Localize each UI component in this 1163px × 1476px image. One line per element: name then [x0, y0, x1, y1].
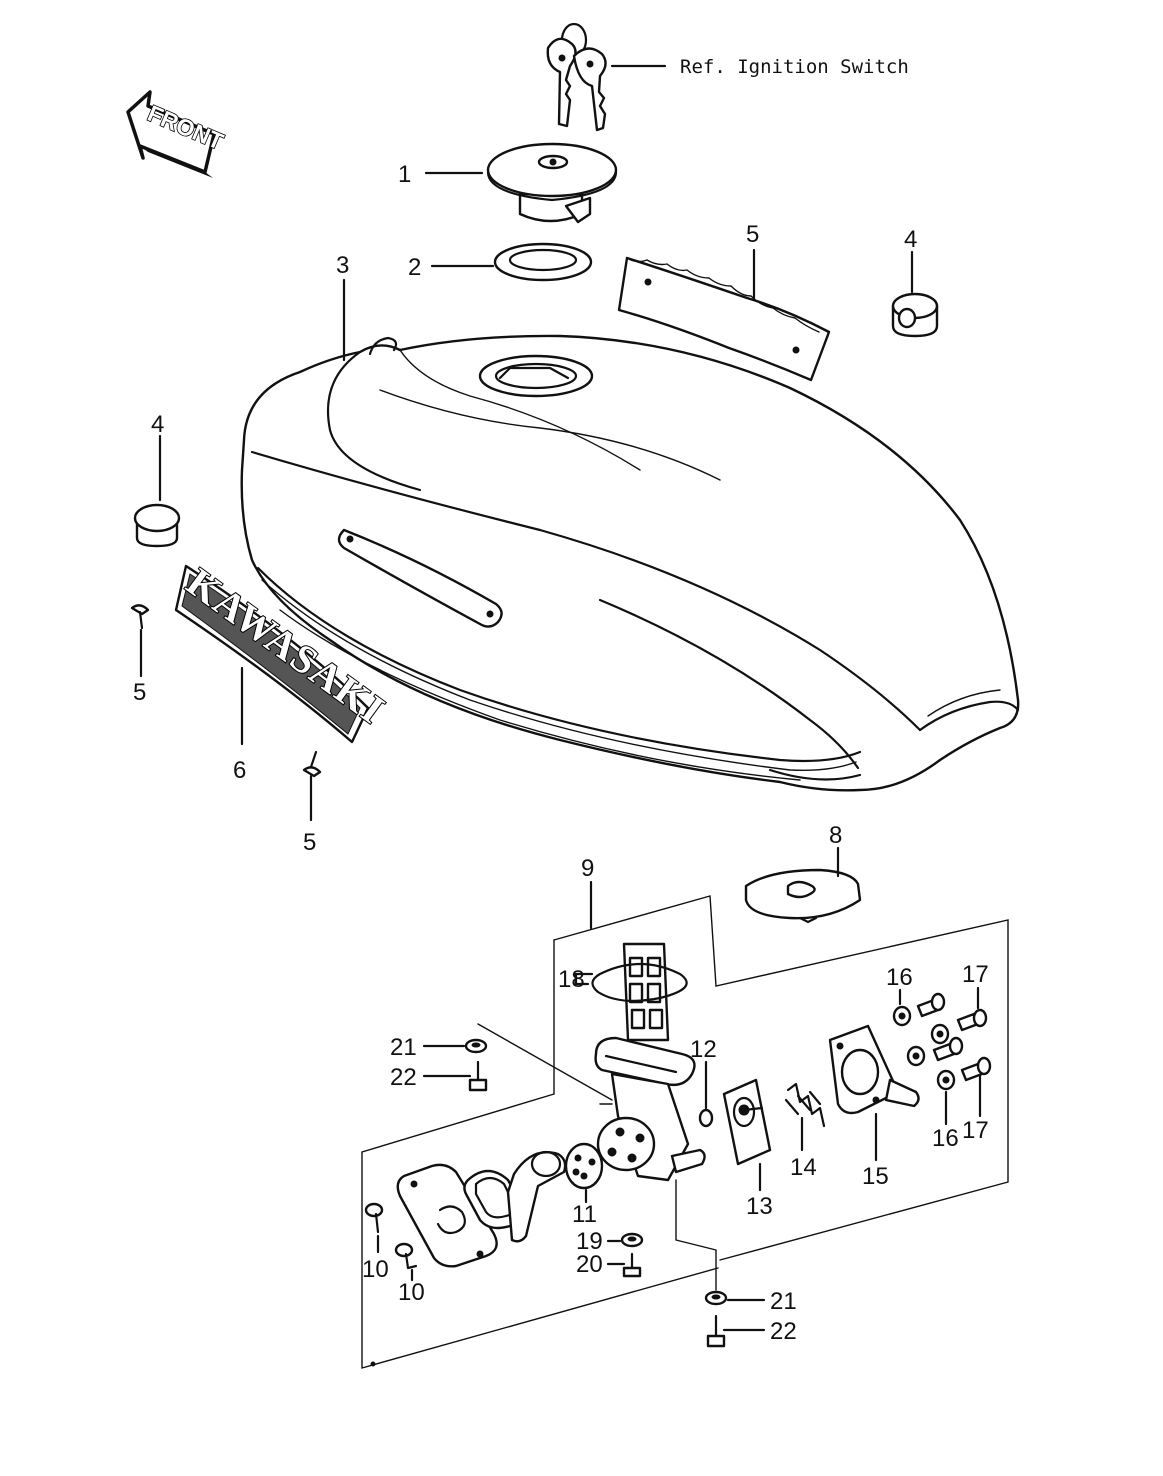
o-ring [698, 1108, 714, 1128]
tank-pad [617, 256, 831, 382]
callout-4-left: 4 [151, 411, 164, 438]
callout-10-right: 10 [398, 1279, 425, 1306]
callout-10-left: 10 [362, 1256, 389, 1283]
callout-1: 1 [398, 161, 411, 188]
lever-knob [506, 1150, 567, 1243]
callout-18: 18 [558, 966, 585, 993]
washer-19 [620, 1232, 644, 1248]
callout-6: 6 [233, 757, 246, 784]
bolt-22-upper [468, 1060, 488, 1092]
emblem-screw-lower [302, 750, 322, 778]
callout-22-upper: 22 [390, 1064, 417, 1091]
washer-21-upper [464, 1038, 488, 1054]
callout-14: 14 [790, 1154, 817, 1181]
callout-5-upper: 5 [133, 679, 146, 706]
rubber-damper-left [133, 503, 181, 548]
cap-gasket [493, 242, 593, 282]
fuel-tank [240, 334, 1020, 792]
bolt-22-lower [706, 1314, 726, 1348]
callout-16-upper: 16 [886, 964, 913, 991]
spring [784, 1082, 826, 1128]
lever-seal [564, 1142, 604, 1190]
ignition-keys-icon [546, 22, 607, 132]
callout-17-lower: 17 [962, 1117, 989, 1144]
callout-21-upper: 21 [390, 1034, 417, 1061]
callout-15: 15 [862, 1163, 889, 1190]
callout-22-lower: 22 [770, 1318, 797, 1345]
rubber-cover [744, 868, 862, 924]
callout-3: 3 [336, 252, 349, 279]
fuel-tap-assembly-outline [361, 895, 1009, 1369]
fuel-cap [486, 142, 618, 224]
callout-19: 19 [576, 1228, 603, 1255]
lever-screw-1 [364, 1202, 384, 1234]
lever-screw-2 [394, 1242, 418, 1270]
callout-11: 11 [572, 1201, 597, 1228]
reference-label: Ref. Ignition Switch [680, 56, 909, 78]
rubber-damper-right [891, 292, 939, 338]
callout-21-lower: 21 [770, 1288, 797, 1315]
callout-8: 8 [829, 822, 842, 849]
lever-plate [396, 1163, 498, 1268]
callout-17-upper: 17 [962, 961, 989, 988]
callout-2: 2 [408, 254, 421, 281]
callout-7: 5 [746, 221, 759, 248]
callout-5-lower: 5 [303, 829, 316, 856]
diaphragm [722, 1078, 772, 1166]
diaphragm-cover [828, 1024, 920, 1115]
callout-13: 13 [746, 1193, 773, 1220]
callout-20: 20 [576, 1251, 603, 1278]
callout-9: 9 [581, 855, 594, 882]
callout-4-right: 4 [904, 226, 917, 253]
cover-washers-and-screws [892, 992, 992, 1091]
callout-12: 12 [690, 1036, 717, 1063]
fuel-tap-body [591, 942, 706, 1182]
emblem-screw-upper [130, 604, 150, 630]
washer-21-lower [704, 1290, 728, 1306]
callout-16-lower: 16 [932, 1125, 959, 1152]
screw-20 [622, 1252, 642, 1278]
front-arrow-icon: FRONT [126, 90, 228, 178]
